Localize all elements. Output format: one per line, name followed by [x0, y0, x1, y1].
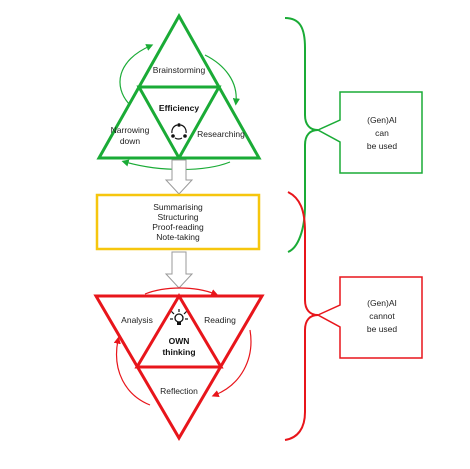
can-box-line2: can	[375, 128, 389, 138]
own-label: OWN	[169, 336, 190, 346]
red-inner-triangle	[134, 293, 224, 369]
efficiency-triangle	[96, 12, 262, 171]
reading-label: Reading	[204, 315, 236, 325]
green-brace	[284, 17, 319, 253]
gen-ai-cannot-callout	[316, 276, 423, 359]
green-inner-triangle	[136, 85, 222, 162]
summarising-label: Summarising	[153, 202, 203, 212]
brainstorming-label: Brainstorming	[153, 65, 206, 75]
narrowing-down-label-1: Narrowing	[111, 125, 150, 135]
own-thinking-triangle	[93, 287, 265, 441]
gen-ai-can-callout	[316, 91, 423, 174]
process-box	[95, 193, 261, 251]
researching-label: Researching	[197, 129, 245, 139]
can-box-line3: be used	[367, 141, 398, 151]
cycle-arc-top-right	[204, 54, 240, 106]
reflection-label: Reflection	[160, 386, 198, 396]
cycle-arrows-icon	[171, 123, 187, 140]
cycle-arc-left	[113, 336, 151, 406]
flow-arrow-down-2	[164, 251, 194, 289]
note-taking-label: Note-taking	[156, 232, 200, 242]
cannot-box-line2: cannot	[369, 311, 395, 321]
analysis-label: Analysis	[121, 315, 153, 325]
cycle-arc-right	[211, 329, 252, 398]
cannot-box-line3: be used	[367, 324, 398, 334]
efficiency-label: Efficiency	[159, 103, 199, 113]
cycle-arc-top-left	[119, 44, 154, 106]
thinking-label: thinking	[162, 347, 195, 357]
lightbulb-icon	[170, 309, 188, 325]
narrowing-down-label-2: down	[120, 136, 141, 146]
structuring-label: Structuring	[157, 212, 198, 222]
proof-reading-label: Proof-reading	[152, 222, 204, 232]
flow-arrow-down-1	[164, 159, 194, 195]
cannot-box-line1: (Gen)AI	[367, 298, 397, 308]
can-box-line1: (Gen)AI	[367, 115, 397, 125]
cycle-arc-top	[144, 287, 219, 297]
